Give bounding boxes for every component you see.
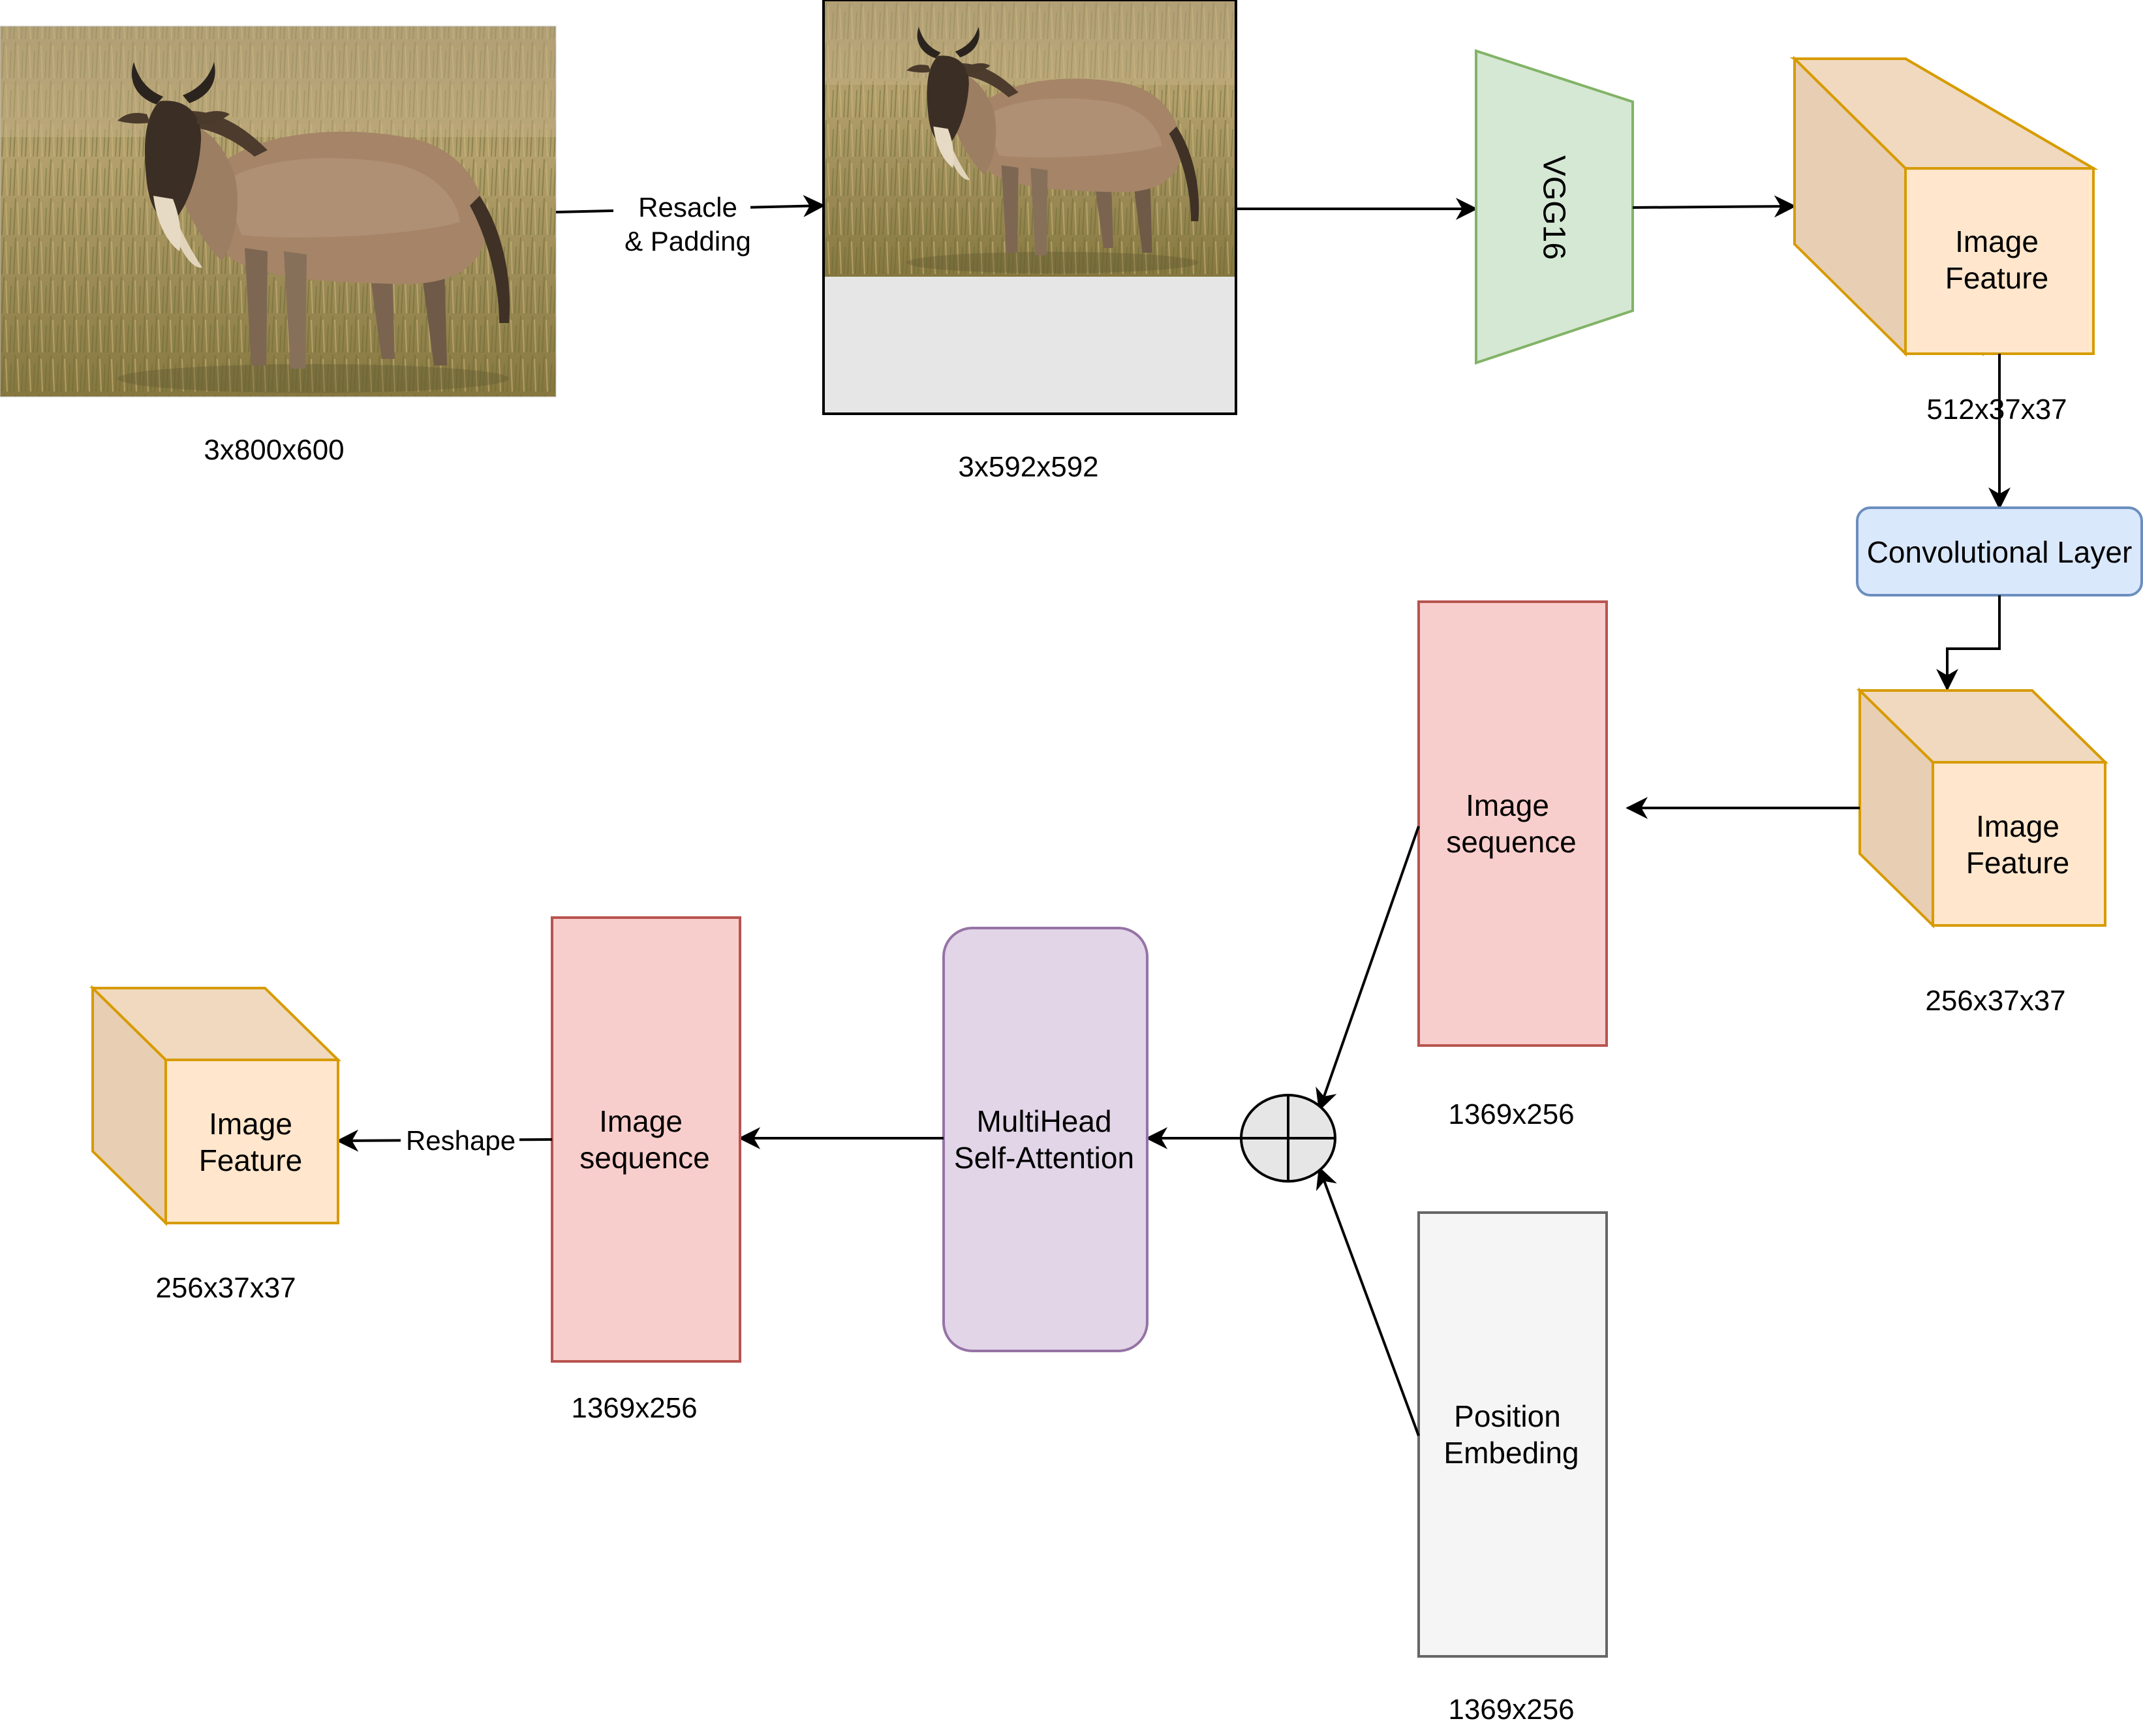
vgg-to-feature-arrow (1632, 195, 1796, 218)
original-photo (0, 25, 557, 397)
conv-layer-label: Convolutional Layer (1867, 535, 2133, 569)
sequence-2-label-line1: Image (599, 1104, 683, 1138)
feature-cube-2 (1857, 687, 2108, 929)
attention-label-line1: MultiHead (976, 1104, 1111, 1138)
attention-block (942, 927, 1149, 1352)
original-photo-dims: 3x800x600 (204, 434, 344, 466)
padded-photo (822, 0, 1237, 415)
sequence-2-dims: 1369x256 (571, 1392, 697, 1424)
feature-cube-1 (1789, 55, 2099, 357)
padded-photo-dims: 3x592x592 (958, 451, 1098, 483)
conv-to-feature-arrow (1936, 595, 2001, 691)
feature-3-dims: 256x37x37 (155, 1272, 296, 1304)
reshape-label: Reshape (406, 1125, 516, 1156)
position-embedding-block (1417, 1211, 1608, 1658)
feature-2-dims: 256x37x37 (1925, 985, 2065, 1017)
sequence-to-sum-arrow (1316, 826, 1420, 1111)
vgg16-block (1475, 49, 1634, 365)
feature-cube-3 (89, 985, 341, 1226)
attention-label-line2: Self-Attention (954, 1141, 1134, 1175)
sum-node (1240, 1094, 1336, 1183)
vgg16-label: VGG16 (1536, 155, 1571, 260)
sequence-1-label-line1: Image (1466, 788, 1549, 822)
feature-3-label-line2: Feature (199, 1143, 303, 1177)
rescale-label-line2: & Padding (624, 226, 751, 256)
feature-1-label-line1: Image (1955, 225, 2039, 258)
sequence-1-dims: 1369x256 (1448, 1098, 1574, 1130)
feature-2-label-line1: Image (1976, 809, 2059, 843)
feature-1-label-line2: Feature (1945, 261, 2049, 295)
sequence-1-label-line2: sequence (1446, 825, 1577, 859)
feature-1-dims: 512x37x37 (1926, 394, 2067, 426)
position-label-line2: Embeding (1443, 1436, 1579, 1470)
sequence-2-label-line2: sequence (579, 1141, 710, 1175)
image-sequence-1-block (1417, 600, 1608, 1047)
rescale-label-line1: Resacle (638, 192, 737, 223)
feature-2-label-line2: Feature (1966, 846, 2070, 880)
image-sequence-2-block (551, 916, 741, 1363)
position-label-line1: Position (1454, 1399, 1561, 1433)
feature-3-label-line1: Image (209, 1107, 292, 1141)
position-dims: 1369x256 (1448, 1694, 1574, 1726)
position-to-sum-arrow (1316, 1166, 1420, 1436)
